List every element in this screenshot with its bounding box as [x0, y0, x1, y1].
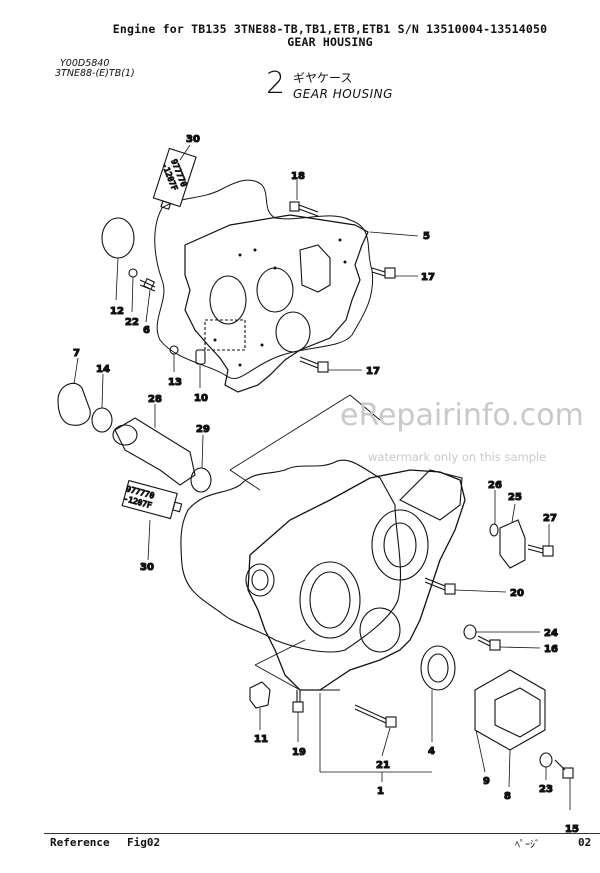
callout-8: 8: [504, 791, 511, 802]
callout-7: 7: [73, 348, 80, 359]
callout-30-top: 30: [186, 134, 200, 145]
footer-page-label: ﾍﾟｰｼﾞ: [515, 840, 540, 851]
callout-5: 5: [423, 231, 430, 242]
callout-10: 10: [194, 393, 208, 404]
callout-28: 28: [148, 394, 162, 405]
gasket-lower: [180, 459, 401, 653]
bolt-16: [477, 635, 501, 651]
o-ring-12: [101, 217, 135, 259]
watermark-main: eRepairinfo.com: [340, 398, 584, 433]
o-ring-29: [190, 467, 212, 493]
housing-filler-neck: [245, 563, 275, 597]
bolt-17-a: [371, 267, 396, 279]
oil-seal-4: [420, 645, 456, 691]
callout-17-b: 17: [366, 366, 380, 377]
bracket-11: [249, 681, 271, 709]
washer-24: [463, 624, 477, 640]
cover-25: [499, 519, 526, 569]
callout-6: 6: [143, 325, 150, 336]
callout-15: 15: [565, 824, 579, 835]
leader-lines: [73, 144, 571, 810]
callout-26: 26: [488, 480, 502, 491]
bolt-15: [554, 759, 574, 779]
watermark-sub: watermark only on this sample: [368, 450, 547, 464]
callout-17-a: 17: [421, 272, 435, 283]
callout-1: 1: [377, 786, 384, 797]
cover-8: [494, 687, 541, 738]
callout-21: 21: [376, 760, 390, 771]
section-number: 2: [266, 66, 286, 101]
bolt-21: [354, 704, 397, 728]
plate-dashed-area: [204, 319, 246, 351]
callout-12: 12: [110, 306, 124, 317]
gasket-top: [154, 179, 374, 380]
callout-9: 9: [483, 776, 490, 787]
pin-10: [195, 349, 206, 365]
plate-hole-2: [256, 267, 294, 313]
stud-6: [139, 277, 156, 292]
gear-housing: [247, 469, 466, 691]
callout-29: 29: [196, 424, 210, 435]
header-subtitle: GEAR HOUSING: [287, 35, 373, 49]
sealant-tube-30-lower: [121, 479, 183, 520]
plate-hole-1: [209, 275, 247, 325]
gear-plate: [184, 214, 369, 393]
o-ring-26: [489, 523, 499, 537]
header-title: Engine for TB135 3TNE88-TB,TB1,ETB,ETB1 …: [112, 22, 548, 36]
callout-24: 24: [544, 628, 558, 639]
callout-14: 14: [96, 364, 110, 375]
section-name-jp: ギヤケース: [293, 71, 353, 85]
oil-filler-tube-28: [114, 417, 196, 486]
o-ring-14: [91, 407, 113, 433]
callout-18: 18: [291, 171, 305, 182]
callout-19: 19: [292, 747, 306, 758]
callout-27: 27: [543, 513, 557, 524]
callout-13: 13: [168, 377, 182, 388]
diagram-code: Y00D5840: [60, 58, 110, 69]
model-code: 3TNE88-(E)TB(1): [55, 68, 135, 79]
housing-bore-large: [299, 561, 361, 639]
sealant-tube-30-top: [152, 147, 197, 210]
washer-23: [539, 752, 553, 768]
callout-11: 11: [254, 734, 268, 745]
footer-reference: Reference: [50, 836, 110, 849]
nut-22: [128, 268, 138, 278]
bolt-18: [289, 201, 319, 217]
bolt-17-b: [299, 356, 329, 373]
housing-bore-lower: [359, 607, 401, 653]
plate-hole-3: [275, 311, 311, 353]
callout-22: 22: [125, 317, 139, 328]
callout-4: 4: [428, 746, 435, 757]
callout-30-lower: 30: [140, 562, 154, 573]
callout-23: 23: [539, 784, 553, 795]
cap-7: [57, 382, 91, 426]
callout-20: 20: [510, 588, 524, 599]
assembly-lines: [229, 394, 381, 691]
bolt-19: [292, 690, 304, 713]
plate-bolt-holes: [213, 238, 347, 367]
section-name-en: GEAR HOUSING: [293, 87, 393, 101]
housing-top-boss: [399, 469, 463, 521]
footer-fig: Fig02: [127, 836, 161, 849]
bolt-20: [424, 577, 456, 595]
plate-window: [299, 244, 331, 293]
cover-9: [474, 669, 546, 751]
callout-25: 25: [508, 492, 522, 503]
callout-16: 16: [544, 644, 558, 655]
footer-page-number: 02: [578, 836, 592, 849]
footer-divider: [44, 833, 600, 834]
bolt-27: [527, 544, 554, 557]
housing-bore-right: [371, 509, 429, 581]
